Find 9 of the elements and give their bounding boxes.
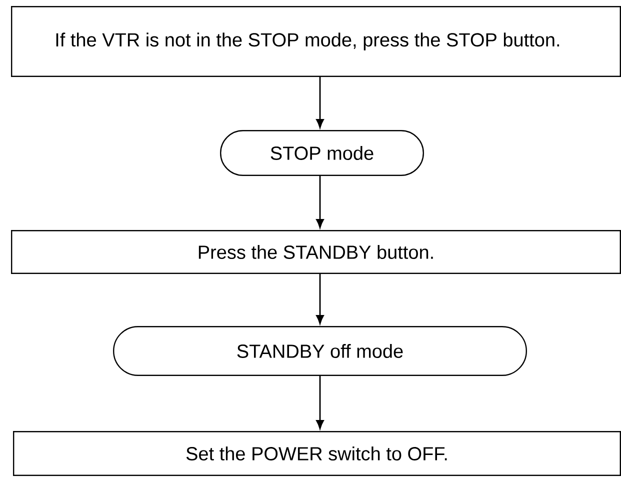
state-terminal: STANDBY off mode [113,326,527,376]
state-terminal: STOP mode [220,130,424,176]
arrow [316,176,324,228]
arrow [316,376,324,430]
process-box: If the VTR is not in the STOP mode, press the STOP button. [11,6,621,77]
process-box: Press the STANDBY button. [11,230,621,274]
arrow [316,77,324,128]
arrow [316,274,324,324]
process-box: Set the POWER switch to OFF. [13,431,621,476]
